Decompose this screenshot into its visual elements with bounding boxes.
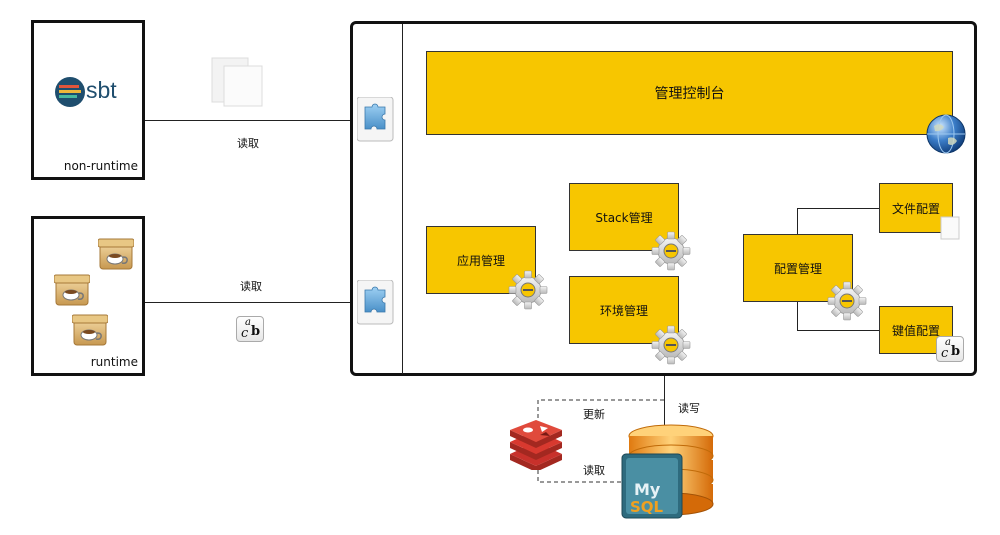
config-tree-line [797, 330, 879, 331]
document-icon [940, 216, 960, 240]
config-tree-line [797, 208, 879, 209]
file-config-label: 文件配置 [891, 201, 940, 216]
gear-icon [508, 270, 548, 310]
java-jar-icon [54, 274, 90, 306]
env-management-label: 环境管理 [599, 303, 648, 318]
update-label: 更新 [583, 408, 605, 421]
config-tree-line [797, 208, 798, 234]
management-console-label: 管理控制台 [654, 86, 725, 102]
read-label-bottom: 读取 [240, 280, 262, 293]
config-management-label: 配置管理 [773, 261, 822, 276]
document-icon [211, 57, 263, 107]
cache-dashed-loop [537, 399, 664, 483]
connector-top [145, 120, 357, 121]
java-jar-icon [72, 314, 108, 346]
stack-management-label: Stack管理 [595, 210, 653, 225]
puzzle-plugin-icon [357, 97, 394, 142]
management-console-box: 管理控制台 [426, 51, 953, 135]
mysql-database-icon [621, 424, 714, 519]
globe-icon [926, 114, 966, 154]
gear-icon [827, 281, 867, 321]
gear-icon [651, 325, 691, 365]
sbt-logo-text: sbt [86, 77, 117, 103]
mysql-text-bottom: SQL [630, 498, 664, 516]
config-tree-line [797, 302, 798, 330]
non-runtime-label: non-runtime [63, 159, 138, 173]
puzzle-plugin-icon [357, 280, 394, 325]
plugin-column-divider [402, 24, 403, 374]
kv-config-label: 键值配置 [891, 323, 940, 338]
connector-bottom [145, 302, 357, 303]
file-config-box: 文件配置 [879, 183, 953, 233]
readwrite-line [664, 376, 665, 434]
app-management-label: 应用管理 [456, 253, 505, 268]
runtime-label: runtime [90, 355, 138, 369]
sbt-logo-icon [55, 77, 85, 107]
non-runtime-box: sbt non-runtime [31, 20, 145, 180]
read-write-label: 读写 [678, 402, 700, 415]
read-label-top: 读取 [237, 137, 259, 150]
kv-config-box: 键值配置 [879, 306, 953, 354]
java-jar-icon [98, 238, 134, 270]
redis-icon [510, 420, 562, 470]
mysql-text-top: My [634, 480, 661, 499]
cache-read-label: 读取 [583, 464, 605, 477]
gear-icon [651, 231, 691, 271]
app-management-box: 应用管理 [426, 226, 536, 294]
runtime-box: runtime [31, 216, 145, 376]
